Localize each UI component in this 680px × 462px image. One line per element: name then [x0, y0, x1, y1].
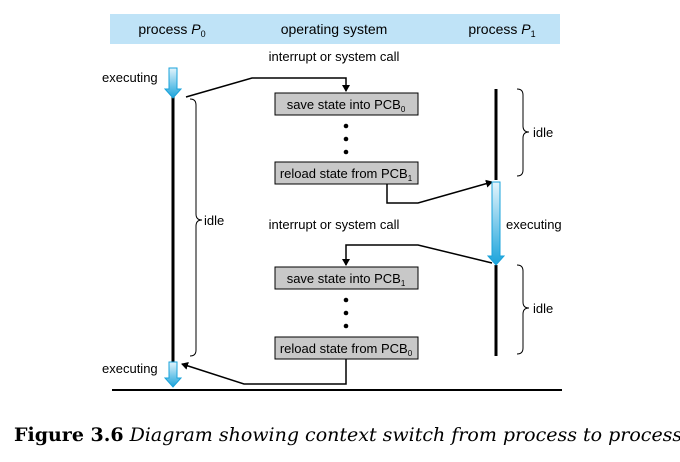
switch-arrow-p1-to-os [342, 244, 493, 266]
figure-caption-label: Figure 3.6 [14, 424, 124, 446]
p1-executing-arrow [486, 181, 506, 266]
interrupt-label-middle: interrupt or system call [269, 217, 400, 232]
ellipsis-dot [343, 136, 349, 142]
switch-arrow-os-to-p1 [386, 179, 493, 204]
header-bar [110, 14, 560, 44]
p0-idle-label: idle [204, 213, 224, 228]
p1-executing-label: executing [506, 217, 562, 232]
ellipsis-dot [343, 123, 349, 129]
p0-executing-top-label: executing [102, 70, 158, 85]
box-reload-state-pcb1-text: reload state from PCB1 [280, 166, 413, 183]
p0-executing-arrow-top [163, 67, 183, 99]
p0-executing-arrow-bottom [163, 361, 183, 388]
p1-idle-brace-bottom [516, 264, 530, 355]
p1-idle-bottom-label: idle [533, 301, 553, 316]
box-save-state-pcb1-text: save state into PCB1 [287, 271, 406, 288]
ellipsis-dot [343, 310, 349, 316]
header-process-p0: process P0 [138, 21, 205, 39]
p0-idle-brace [189, 98, 203, 357]
ellipsis-dot [343, 149, 349, 155]
box-reload-state-pcb1 [274, 161, 419, 185]
box-save-state-pcb0-text: save state into PCB0 [287, 97, 406, 114]
switch-arrow-p0-to-os [185, 77, 350, 98]
diagram-canvas: process P0 operating system process P1 e… [102, 14, 562, 391]
box-save-state-pcb0 [274, 92, 419, 116]
p0-executing-bottom-label: executing [102, 361, 158, 376]
ellipsis-dot [343, 323, 349, 329]
p1-idle-brace-top [516, 88, 530, 177]
ellipsis-dot [343, 297, 349, 303]
switch-arrow-os-to-p0 [181, 359, 347, 385]
p1-idle-top-label: idle [533, 125, 553, 140]
interrupt-label-top: interrupt or system call [269, 49, 400, 64]
header-process-p1: process P1 [468, 21, 535, 39]
figure-caption-text: Diagram showing context switch from proc… [129, 424, 680, 446]
box-save-state-pcb1 [274, 266, 419, 290]
box-reload-state-pcb0-text: reload state from PCB0 [280, 341, 413, 358]
header-operating-system: operating system [281, 21, 388, 37]
